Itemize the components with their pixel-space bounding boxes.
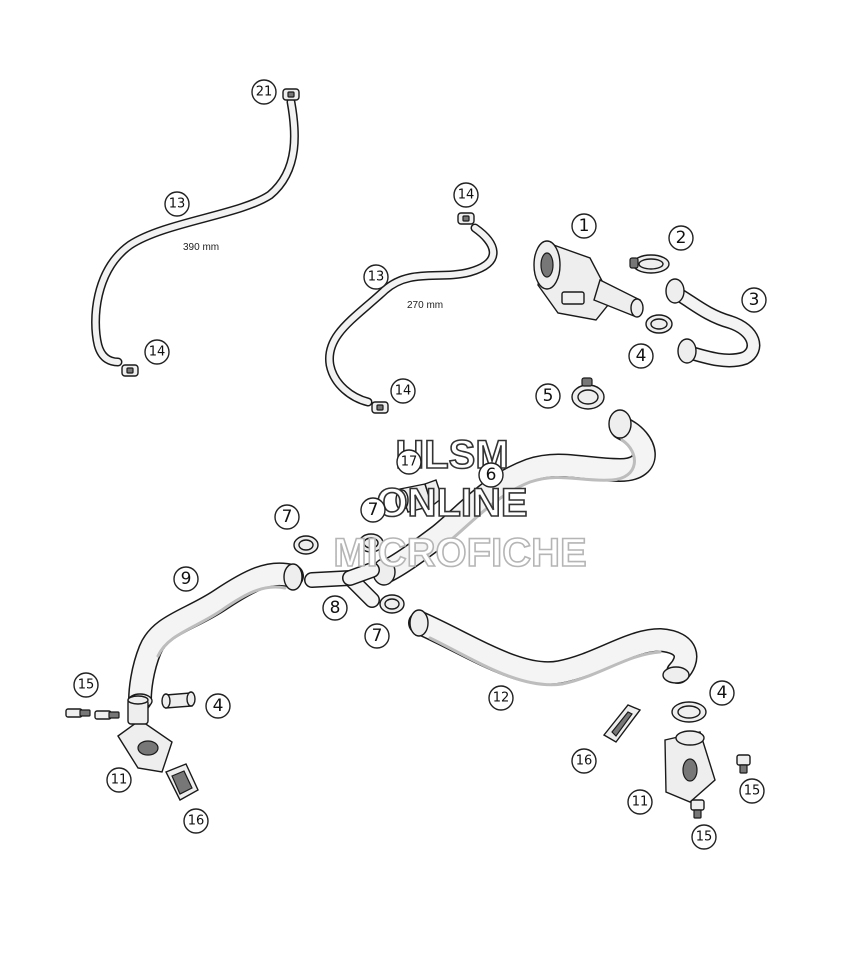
svg-text:7: 7	[368, 500, 379, 520]
hose-clamp-7-lower	[379, 594, 405, 614]
hose-fitting-17	[395, 479, 443, 513]
callout-5: 5	[535, 383, 561, 409]
svg-text:13: 13	[368, 270, 385, 285]
callout-15-left: 15	[73, 672, 99, 698]
svg-text:14: 14	[458, 188, 475, 203]
svg-text:6: 6	[486, 465, 497, 485]
thermostat-housing	[533, 240, 644, 321]
callout-13-middle: 13	[363, 264, 389, 290]
hose-clip-14-left	[121, 364, 139, 377]
svg-text:8: 8	[330, 598, 341, 618]
callout-11-left: 11	[106, 767, 132, 793]
svg-text:14: 14	[149, 345, 166, 360]
hose-clamp-2	[629, 254, 670, 274]
gasket-16-left	[165, 763, 199, 801]
callout-7-left: 7	[274, 504, 300, 530]
callout-11-right: 11	[627, 789, 653, 815]
gasket-16-right	[602, 704, 642, 743]
breather-hose-390	[91, 97, 299, 367]
svg-text:13: 13	[169, 197, 186, 212]
svg-text:4: 4	[213, 696, 224, 716]
watermark-line-3: MICROFICHE	[333, 531, 586, 575]
callout-15-right-b: 15	[691, 824, 717, 850]
svg-text:15: 15	[744, 784, 761, 799]
bolt-15-left-a	[65, 708, 91, 718]
callout-16-left: 16	[183, 808, 209, 834]
callout-4-upper: 4	[628, 343, 654, 369]
svg-text:4: 4	[717, 683, 728, 703]
callout-3: 3	[741, 287, 767, 313]
callout-14-top: 14	[453, 182, 479, 208]
svg-text:1: 1	[579, 216, 590, 236]
bolt-15-right-b	[690, 799, 705, 819]
y-connector-8	[304, 562, 380, 608]
radiator-hose-9	[127, 562, 304, 712]
callout-4-left: 4	[205, 693, 231, 719]
svg-text:7: 7	[372, 626, 383, 646]
elbow-hose-3	[665, 278, 761, 368]
svg-text:17: 17	[401, 455, 418, 470]
callout-16-right: 16	[571, 748, 597, 774]
svg-text:14: 14	[395, 384, 412, 399]
callout-17: 17	[396, 449, 422, 475]
svg-text:7: 7	[282, 507, 293, 527]
svg-text:15: 15	[696, 830, 713, 845]
hose-spigot-11-left	[117, 695, 173, 773]
hose-spigot-11-right	[664, 730, 716, 803]
callout-8: 8	[322, 595, 348, 621]
svg-text:12: 12	[493, 691, 510, 706]
svg-text:11: 11	[632, 795, 649, 810]
svg-text:16: 16	[188, 814, 205, 829]
breather-hose-270	[324, 223, 498, 407]
bolt-15-left-b	[94, 710, 120, 720]
callout-4-right: 4	[709, 680, 735, 706]
svg-text:5: 5	[543, 386, 554, 406]
callout-21: 21	[251, 79, 277, 105]
callout-13-left: 13	[164, 191, 190, 217]
svg-text:16: 16	[576, 754, 593, 769]
hose-clamp-4-left	[161, 691, 196, 709]
callout-14-middle: 14	[390, 378, 416, 404]
radiator-hose-12	[408, 609, 698, 687]
svg-text:21: 21	[256, 85, 273, 100]
callout-1: 1	[571, 213, 597, 239]
svg-text:2: 2	[676, 228, 687, 248]
svg-text:15: 15	[78, 678, 95, 693]
watermark-line-2: ONLINE	[376, 481, 527, 525]
callout-15-right-a: 15	[739, 778, 765, 804]
bolt-15-right-a	[736, 754, 751, 774]
hose-clip-14-middle	[371, 401, 389, 414]
svg-text:11: 11	[111, 773, 128, 788]
hose-clamp-4-upper	[645, 314, 673, 334]
callout-9: 9	[173, 566, 199, 592]
callout-12: 12	[488, 685, 514, 711]
hose-clip-14-top	[457, 212, 475, 225]
callout-14-left: 14	[144, 339, 170, 365]
callout-2: 2	[668, 225, 694, 251]
svg-text:4: 4	[636, 346, 647, 366]
svg-text:3: 3	[749, 290, 760, 310]
callout-7-middle: 7	[360, 497, 386, 523]
callout-7-lower: 7	[364, 623, 390, 649]
hose-clamp-5	[571, 377, 605, 410]
svg-text:9: 9	[181, 569, 192, 589]
hose-clamp-4-right	[671, 701, 707, 723]
hose-clamp-7-middle	[358, 533, 384, 553]
callout-6: 6	[478, 462, 504, 488]
dimension-label-270: 270 mm	[407, 300, 443, 311]
hose-clamp-7-left	[293, 535, 319, 555]
hose-clip-21	[282, 88, 300, 101]
dimension-label-390: 390 mm	[183, 242, 219, 253]
